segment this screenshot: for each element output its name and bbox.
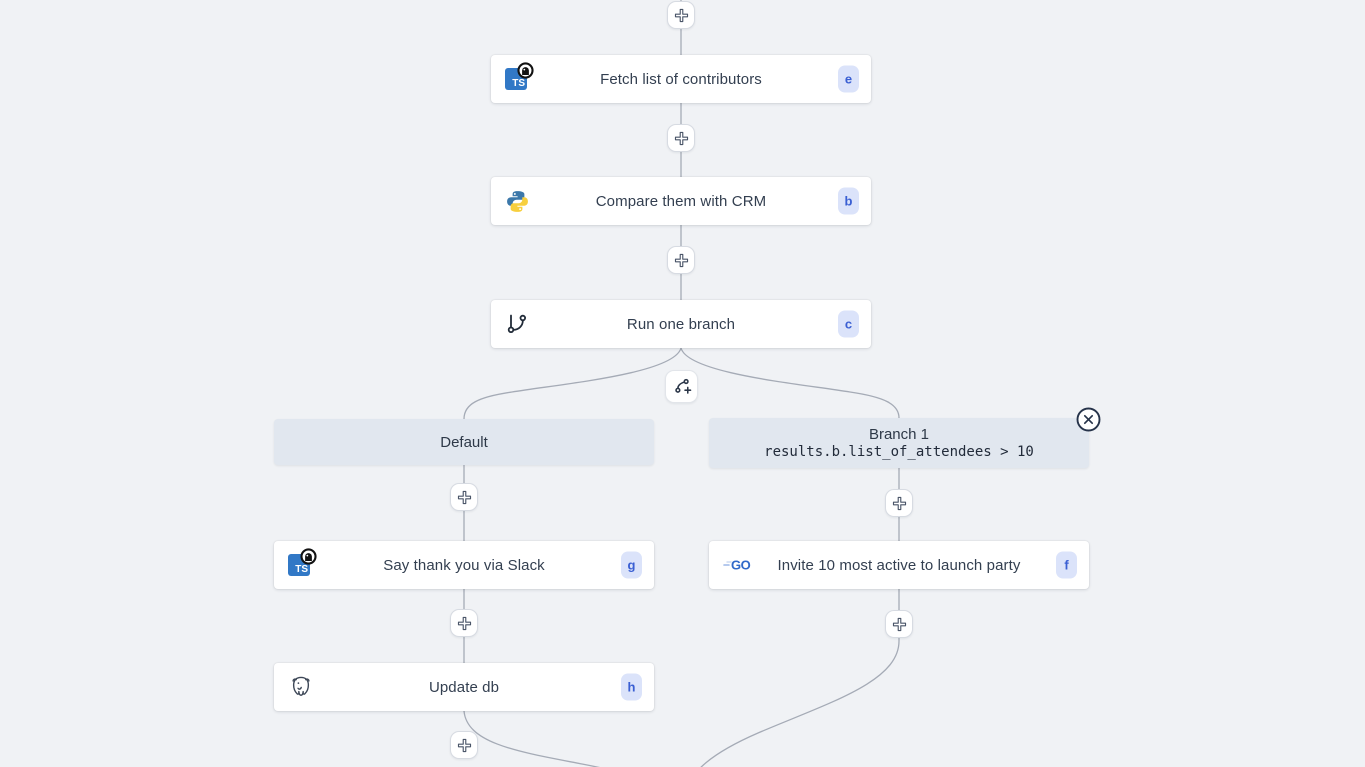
go-icon: GO — [723, 558, 751, 573]
step-icon-wrap — [505, 312, 529, 336]
add-step-button-top[interactable] — [667, 1, 695, 29]
step-icon-wrap: TS — [288, 548, 317, 576]
flow-step-slack-thanks[interactable]: TS Say thank you via Slack g — [274, 541, 654, 589]
add-branch-icon — [674, 378, 691, 394]
close-icon — [1076, 407, 1101, 432]
edge-fan-left — [463, 347, 682, 420]
git-branch-icon — [507, 314, 526, 333]
add-step-button-default-2[interactable] — [450, 609, 478, 637]
postgresql-icon — [292, 676, 310, 696]
step-label: Run one branch — [626, 315, 736, 333]
add-branch-button[interactable] — [665, 370, 698, 403]
step-icon-wrap: TS — [505, 62, 534, 90]
remove-branch-button[interactable] — [1075, 406, 1102, 433]
deno-icon — [300, 548, 317, 565]
plus-icon — [892, 617, 906, 631]
add-step-button-default-1[interactable] — [450, 483, 478, 511]
plus-icon — [674, 131, 688, 145]
typescript-logo-text: TS — [512, 78, 525, 89]
branch-condition: results.b.list_of_attendees > 10 — [764, 444, 1034, 460]
add-step-button-branch1-2[interactable] — [885, 610, 913, 638]
step-icon-wrap: GO — [723, 557, 757, 573]
add-step-button-default-3[interactable] — [450, 731, 478, 759]
deno-icon — [517, 62, 534, 79]
flow-step-run-one-branch[interactable]: Run one branch c — [491, 300, 871, 348]
branch-header-branch1[interactable]: Branch 1 results.b.list_of_attendees > 1… — [709, 418, 1089, 468]
plus-icon — [457, 490, 471, 504]
step-label: Invite 10 most active to launch party — [777, 556, 1021, 574]
plus-icon — [457, 738, 471, 752]
plus-icon — [674, 8, 688, 22]
typescript-logo-text: TS — [295, 564, 308, 575]
add-step-button-2[interactable] — [667, 246, 695, 274]
step-id-badge: g — [621, 551, 642, 579]
plus-icon — [674, 253, 688, 267]
branch-header-default[interactable]: Default — [274, 419, 654, 465]
step-icon-wrap — [505, 189, 530, 214]
svg-text:GO: GO — [731, 558, 751, 573]
edge-invite-merge — [700, 589, 900, 767]
add-step-button-branch1-1[interactable] — [885, 489, 913, 517]
step-label: Compare them with CRM — [595, 192, 767, 210]
step-id-badge: c — [838, 310, 859, 338]
flow-step-update-db[interactable]: Update db h — [274, 663, 654, 711]
flow-step-fetch-contributors[interactable]: TS Fetch list of contributors e — [491, 55, 871, 103]
edge-fan-right — [680, 347, 900, 419]
branch-title: Default — [440, 433, 488, 451]
plus-icon — [457, 616, 471, 630]
step-label: Fetch list of contributors — [600, 70, 762, 88]
step-id-badge: b — [838, 187, 859, 215]
python-icon — [507, 190, 528, 212]
typescript-icon: TS — [288, 548, 317, 576]
plus-icon — [892, 496, 906, 510]
step-id-badge: h — [621, 673, 642, 701]
step-label: Say thank you via Slack — [383, 556, 545, 574]
branch-title: Branch 1 — [868, 426, 930, 443]
typescript-icon: TS — [505, 62, 534, 90]
flow-step-compare-crm[interactable]: Compare them with CRM b — [491, 177, 871, 225]
step-label: Update db — [428, 678, 500, 696]
step-id-badge: f — [1056, 551, 1077, 579]
add-step-button-1[interactable] — [667, 124, 695, 152]
step-icon-wrap — [288, 674, 314, 700]
flow-step-invite-launch-party[interactable]: GO Invite 10 most active to launch party… — [709, 541, 1089, 589]
edge-update-merge — [463, 710, 600, 767]
step-id-badge: e — [838, 65, 859, 93]
